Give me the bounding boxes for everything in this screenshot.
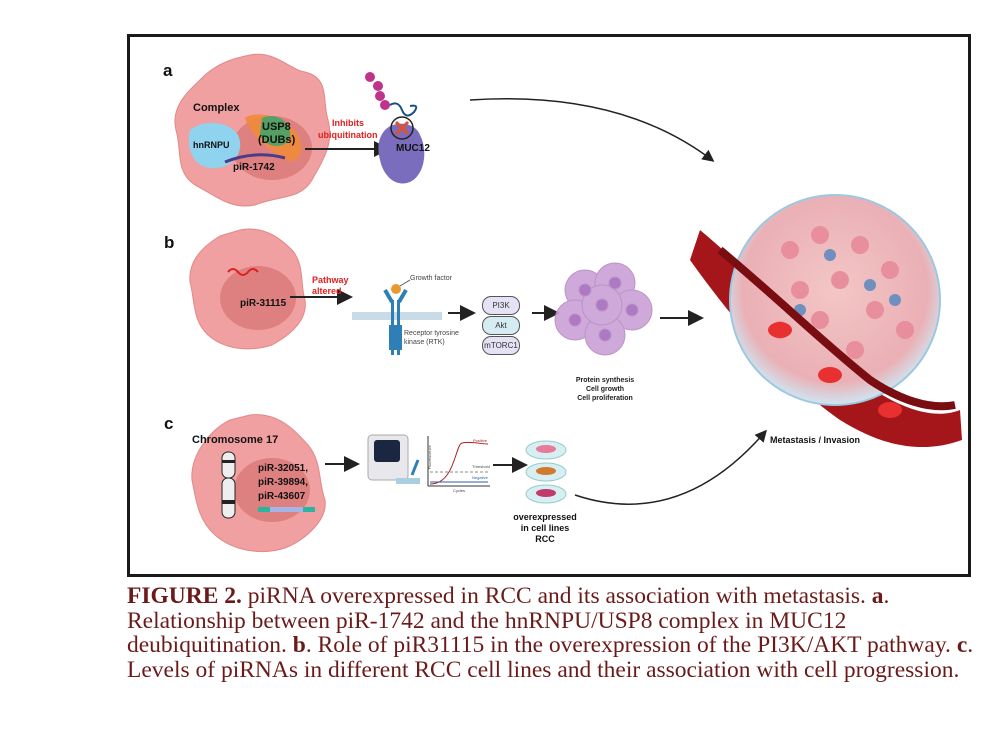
outcomes-list: Protein synthesis Cell growth Cell proli…: [560, 376, 650, 403]
panel-label-b: b: [164, 233, 175, 252]
tumor-metastasis: [690, 194, 962, 448]
qpcr-machine-icon: [367, 434, 420, 484]
rtk-label-2: kinase (RTK): [404, 339, 445, 346]
plot-threshold: Threshold: [472, 464, 490, 469]
caption-text: piRNA overexpressed in RCC and its assoc…: [241, 583, 872, 609]
growth-factor: [391, 284, 401, 294]
x-mark-icon: [394, 120, 410, 136]
result-line: in cell lines: [520, 523, 570, 533]
chromosome-label: Chromosome 17: [192, 434, 279, 446]
result-line: overexpressed: [513, 512, 577, 522]
plot-y-label: Fluorescence: [426, 445, 432, 470]
caption-title: FIGURE 2.: [127, 583, 242, 609]
qpcr-plot: [427, 436, 490, 487]
altered-label: altered: [312, 286, 342, 296]
pirna-item: piR-39894,: [258, 477, 309, 488]
pirna-strand: [227, 268, 259, 276]
cell-a: [174, 53, 425, 207]
arrow-to-metastasis: [574, 429, 767, 505]
pirna-item: piR-43607: [258, 491, 306, 502]
caption-text: . Relationship between piR-1742 and the …: [127, 583, 890, 658]
figure-frame: [127, 34, 971, 577]
caption-panel-a: a: [871, 583, 884, 609]
complex-label: Complex: [193, 102, 240, 114]
pathway-label: Pathway: [312, 275, 349, 285]
figure-caption: FIGURE 2. piRNA overexpressed in RCC and…: [127, 584, 977, 682]
plot-x-label: Cycles: [453, 488, 466, 493]
caption-text: . Role of piR31115 in the overexpression…: [305, 632, 957, 658]
result-line: RCC: [535, 534, 555, 544]
hnrnpu-protein: [188, 122, 241, 169]
pirna-label-a: piR-1742: [233, 162, 275, 173]
pathway-pi3k: PI3K: [482, 296, 520, 315]
dubs-label: (DUBs): [258, 134, 296, 146]
ub-chain: [365, 72, 390, 110]
pathway-mtorc1: mTORC1: [482, 336, 520, 355]
pirna-item: piR-32051,: [258, 463, 309, 474]
muc12-protein: [378, 123, 425, 184]
outcome-item: Protein synthesis: [575, 377, 635, 384]
rtk-label-1: Receptor tyrosine: [404, 330, 459, 337]
pirna-label-b: piR-31115: [240, 298, 287, 309]
caption-panel-b: b: [292, 632, 306, 658]
panel-label-c: c: [164, 414, 174, 433]
outcome-item: Cell proliferation: [577, 395, 633, 402]
caption-panel-c: c: [956, 632, 968, 658]
usp8-label: USP8: [262, 121, 291, 133]
outcome-item: Cell growth: [585, 386, 625, 393]
pathway-akt: Akt: [482, 316, 520, 335]
plot-negative: Negative: [472, 475, 488, 480]
result-label: overexpressed in cell lines RCC: [500, 512, 590, 545]
metastasis-label: Metastasis / Invasion: [770, 435, 861, 445]
caption-text: . Levels of piRNAs in different RCC cell…: [127, 632, 974, 683]
rtk-receptor: [383, 279, 411, 355]
plot-positive: Positive: [473, 438, 488, 443]
ubiquitination-label: ubiquitination: [318, 130, 378, 140]
inhibit-circle-icon: [390, 116, 414, 140]
cell-c: [191, 414, 767, 553]
hnrnpu-label: hnRNPU: [193, 140, 230, 150]
gene-locus-bar: [258, 507, 315, 512]
arrow-to-metastasis: [469, 98, 715, 162]
inhibits-label: Inhibits: [332, 118, 364, 128]
chromosome-icon: [221, 451, 236, 519]
panel-label-a: a: [163, 61, 173, 80]
muc12-label: MUC12: [396, 143, 430, 154]
cell-cluster: [554, 262, 653, 356]
cell-culture-dishes: [525, 440, 567, 504]
cell-b: [189, 228, 704, 356]
pirna-strand: [224, 153, 286, 164]
growth-factor-label: Growth factor: [410, 275, 453, 282]
